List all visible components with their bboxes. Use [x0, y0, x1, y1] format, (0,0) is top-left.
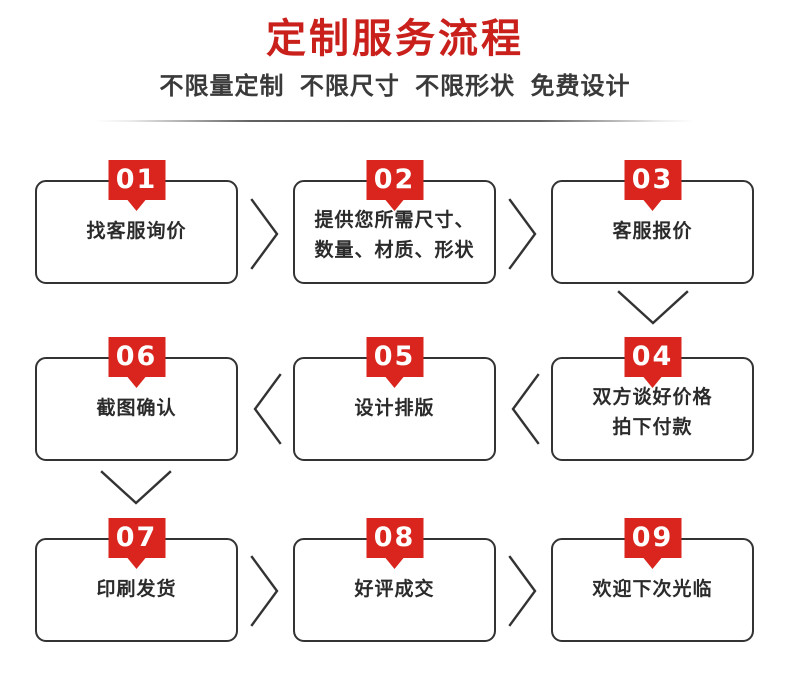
- step-label-09: 欢迎下次光临: [592, 579, 713, 600]
- step-number-badge-04: 04: [624, 337, 681, 377]
- chevron-down-icon: [617, 290, 689, 325]
- connector-02-to-03: [506, 196, 540, 272]
- step-number-badge-03: 03: [624, 160, 681, 200]
- connector-03-to-04: [615, 288, 691, 328]
- flow-step-06[interactable]: 06 截图确认: [35, 337, 238, 461]
- chevron-left-icon: [511, 373, 540, 445]
- step-number-badge-02: 02: [366, 160, 423, 200]
- connector-06-to-07: [98, 468, 174, 508]
- page-subtitle: 不限量定制 不限尺寸 不限形状 免费设计: [159, 73, 631, 100]
- step-label-06: 截图确认: [96, 398, 177, 419]
- chevron-down-icon: [100, 470, 172, 505]
- connector-01-to-02: [248, 196, 282, 272]
- flow-step-08[interactable]: 08 好评成交: [293, 518, 496, 642]
- connector-08-to-09: [506, 553, 540, 629]
- header: 定制服务流程 不限量定制 不限尺寸 不限形状 免费设计: [0, 0, 790, 122]
- step-number-badge-06: 06: [108, 337, 165, 377]
- page-title: 定制服务流程: [266, 17, 524, 61]
- flow-step-07[interactable]: 07 印刷发货: [35, 518, 238, 642]
- flow-step-05[interactable]: 05 设计排版: [293, 337, 496, 461]
- step-number-badge-07: 07: [108, 518, 165, 558]
- step-number-badge-08: 08: [366, 518, 423, 558]
- step-label-01: 找客服询价: [86, 221, 187, 242]
- flow-step-01[interactable]: 01 找客服询价: [35, 160, 238, 284]
- step-label-05: 设计排版: [354, 398, 435, 419]
- step-number-badge-09: 09: [624, 518, 681, 558]
- chevron-left-icon: [253, 373, 282, 445]
- chevron-right-icon: [508, 555, 537, 627]
- chevron-right-icon: [250, 198, 279, 270]
- step-label-08: 好评成交: [354, 579, 435, 600]
- step-label-02: 提供您所需尺寸、 数量、材质、形状: [314, 210, 475, 261]
- flow-step-04[interactable]: 04 双方谈好价格 拍下付款: [551, 337, 754, 461]
- step-number-badge-05: 05: [366, 337, 423, 377]
- connector-04-to-05: [508, 371, 542, 447]
- connector-05-to-06: [250, 371, 284, 447]
- chevron-right-icon: [250, 555, 279, 627]
- flow-step-09[interactable]: 09 欢迎下次光临: [551, 518, 754, 642]
- flow-step-03[interactable]: 03 客服报价: [551, 160, 754, 284]
- step-number-badge-01: 01: [108, 160, 165, 200]
- chevron-right-icon: [508, 198, 537, 270]
- flow-step-02[interactable]: 02 提供您所需尺寸、 数量、材质、形状: [293, 160, 496, 284]
- step-label-04: 双方谈好价格 拍下付款: [592, 387, 713, 438]
- header-divider: [95, 120, 695, 122]
- connector-07-to-08: [248, 553, 282, 629]
- step-label-03: 客服报价: [612, 221, 693, 242]
- step-label-07: 印刷发货: [96, 579, 177, 600]
